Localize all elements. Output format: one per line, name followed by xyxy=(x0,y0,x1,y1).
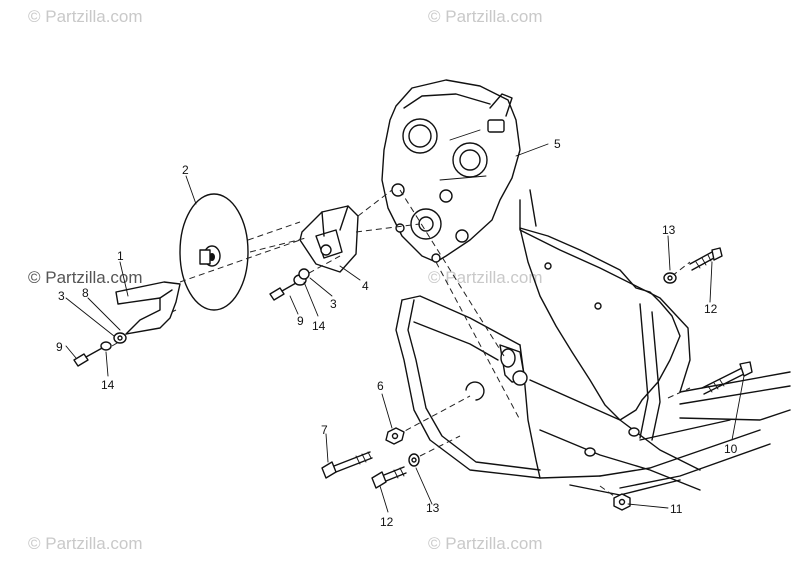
callout-14-left: 14 xyxy=(101,378,115,392)
callout-5: 5 xyxy=(554,137,561,151)
callout-labels: 2 1 8 3 9 14 5 4 3 14 9 6 7 12 13 13 12 … xyxy=(56,137,738,529)
callout-9-bracket: 9 xyxy=(297,314,304,328)
callout-13-bottom: 13 xyxy=(426,501,440,515)
leader-lines xyxy=(65,143,745,513)
callout-11: 11 xyxy=(670,502,683,516)
watermark-bottom-right: © Partzilla.com xyxy=(428,534,543,553)
frame-shield-plate xyxy=(519,227,681,421)
callout-12-right: 12 xyxy=(704,302,718,316)
callout-14-bracket: 14 xyxy=(312,319,326,333)
callout-12-bottom: 12 xyxy=(380,515,394,529)
mounting-bracket-part-4 xyxy=(299,205,359,273)
hardware-fasteners xyxy=(73,247,753,511)
callout-6: 6 xyxy=(377,379,384,393)
callout-7: 7 xyxy=(321,423,328,437)
watermark-top-right: © Partzilla.com xyxy=(428,7,543,26)
callout-2: 2 xyxy=(182,163,189,177)
watermark-top-left: © Partzilla.com xyxy=(28,7,143,26)
callout-8: 8 xyxy=(82,286,89,300)
clutch-disc-part-2 xyxy=(179,193,249,311)
watermark-bottom-left: © Partzilla.com xyxy=(28,534,143,553)
callout-1: 1 xyxy=(117,249,124,263)
callout-10: 10 xyxy=(724,442,738,456)
gearcase-part-5 xyxy=(381,79,521,263)
watermark-mid-right: © Partzilla.com xyxy=(428,268,543,287)
callout-9-left: 9 xyxy=(56,340,63,354)
watermark-mid-left: © Partzilla.com xyxy=(28,268,143,287)
callout-3-bracket: 3 xyxy=(330,297,337,311)
brake-bracket-part-1 xyxy=(115,281,181,335)
callout-3-left: 3 xyxy=(58,289,65,303)
callout-4: 4 xyxy=(362,279,369,293)
callout-13-right: 13 xyxy=(662,223,676,237)
